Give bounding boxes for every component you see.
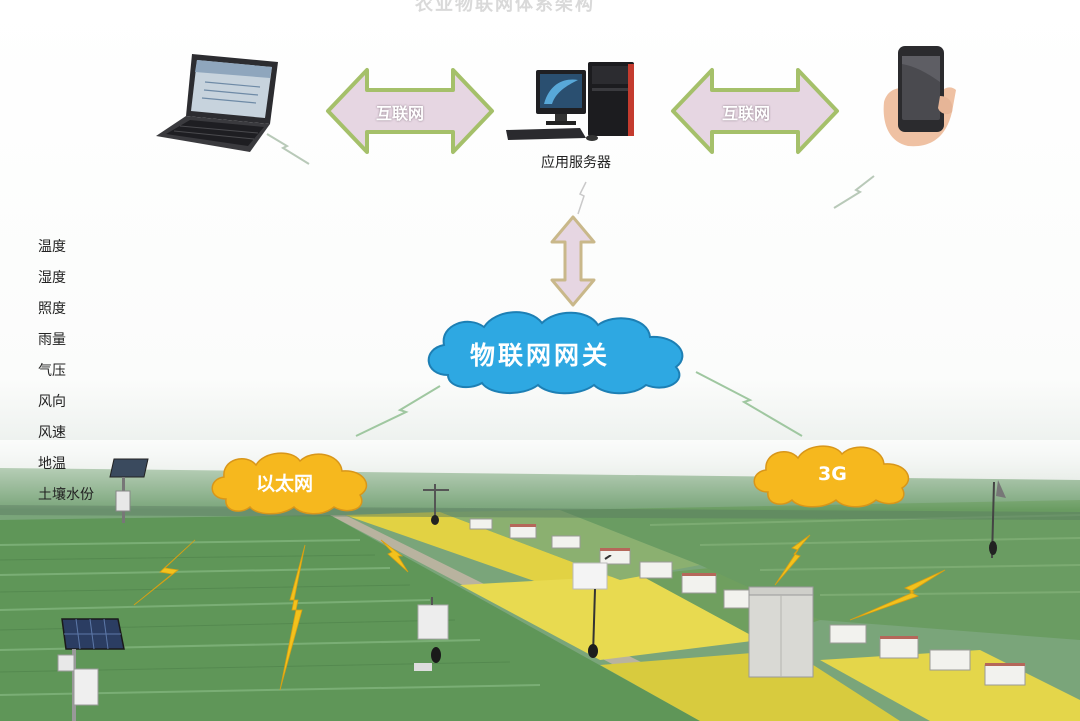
internet-arrow-left-icon bbox=[326, 68, 494, 154]
field-sensor-far-icon bbox=[423, 484, 449, 525]
diagram-title: 农业物联网体系架构 bbox=[415, 0, 595, 15]
cellular-cloud-icon bbox=[753, 445, 910, 508]
sensor-soil-moisture: 土壤水份 bbox=[38, 487, 94, 503]
gateway-label: 物联网网关 bbox=[470, 341, 611, 370]
internet-label-left: 互联网 bbox=[376, 104, 425, 123]
lightning-bolt-icon bbox=[774, 534, 811, 586]
desktop-computer-icon bbox=[506, 62, 634, 141]
ethernet-cloud-icon bbox=[211, 452, 368, 515]
lightning-bolt-icon bbox=[279, 544, 306, 691]
laptop-signal-icon bbox=[266, 133, 310, 165]
cellular-label: 3G bbox=[818, 463, 847, 485]
field-sensor-middle-icon bbox=[572, 555, 612, 658]
sensor-illuminance: 照度 bbox=[38, 301, 66, 317]
server-link-line bbox=[577, 181, 587, 215]
ethernet-label: 以太网 bbox=[256, 473, 314, 495]
phone-signal-icon bbox=[833, 175, 875, 209]
internet-label-right: 互联网 bbox=[722, 104, 771, 123]
cellular-link-line bbox=[695, 371, 803, 437]
sensor-temperature: 温度 bbox=[38, 239, 66, 255]
sensor-wind-speed: 风速 bbox=[38, 425, 66, 441]
sensor-list: 温度 湿度 照度 雨量 气压 风向 风速 地温 土壤水份 bbox=[38, 236, 94, 506]
lightning-bolt-icon bbox=[380, 539, 409, 573]
lightning-bolt-icon bbox=[133, 539, 196, 606]
gateway-vertical-arrow-icon bbox=[550, 215, 596, 307]
gateway-cloud-icon bbox=[427, 311, 684, 395]
server-label: 应用服务器 bbox=[541, 155, 611, 171]
weather-station-icon bbox=[109, 458, 149, 523]
ethernet-link-line bbox=[355, 385, 441, 437]
field-sensor-right-icon bbox=[989, 480, 1006, 559]
field-sensor-near-icon bbox=[414, 597, 449, 671]
sensor-soil-temperature: 地温 bbox=[38, 456, 66, 472]
laptop-icon bbox=[156, 54, 278, 152]
internet-arrow-right-icon bbox=[671, 68, 839, 154]
sensor-pressure: 气压 bbox=[38, 363, 66, 379]
sensor-humidity: 湿度 bbox=[38, 270, 66, 286]
sensor-wind-direction: 风向 bbox=[38, 394, 66, 410]
lightning-bolt-icon bbox=[849, 569, 946, 621]
smartphone-icon bbox=[883, 46, 956, 147]
control-cabinet-icon bbox=[748, 586, 814, 678]
sensor-rainfall: 雨量 bbox=[38, 332, 66, 348]
solar-panel-icon bbox=[57, 618, 125, 721]
